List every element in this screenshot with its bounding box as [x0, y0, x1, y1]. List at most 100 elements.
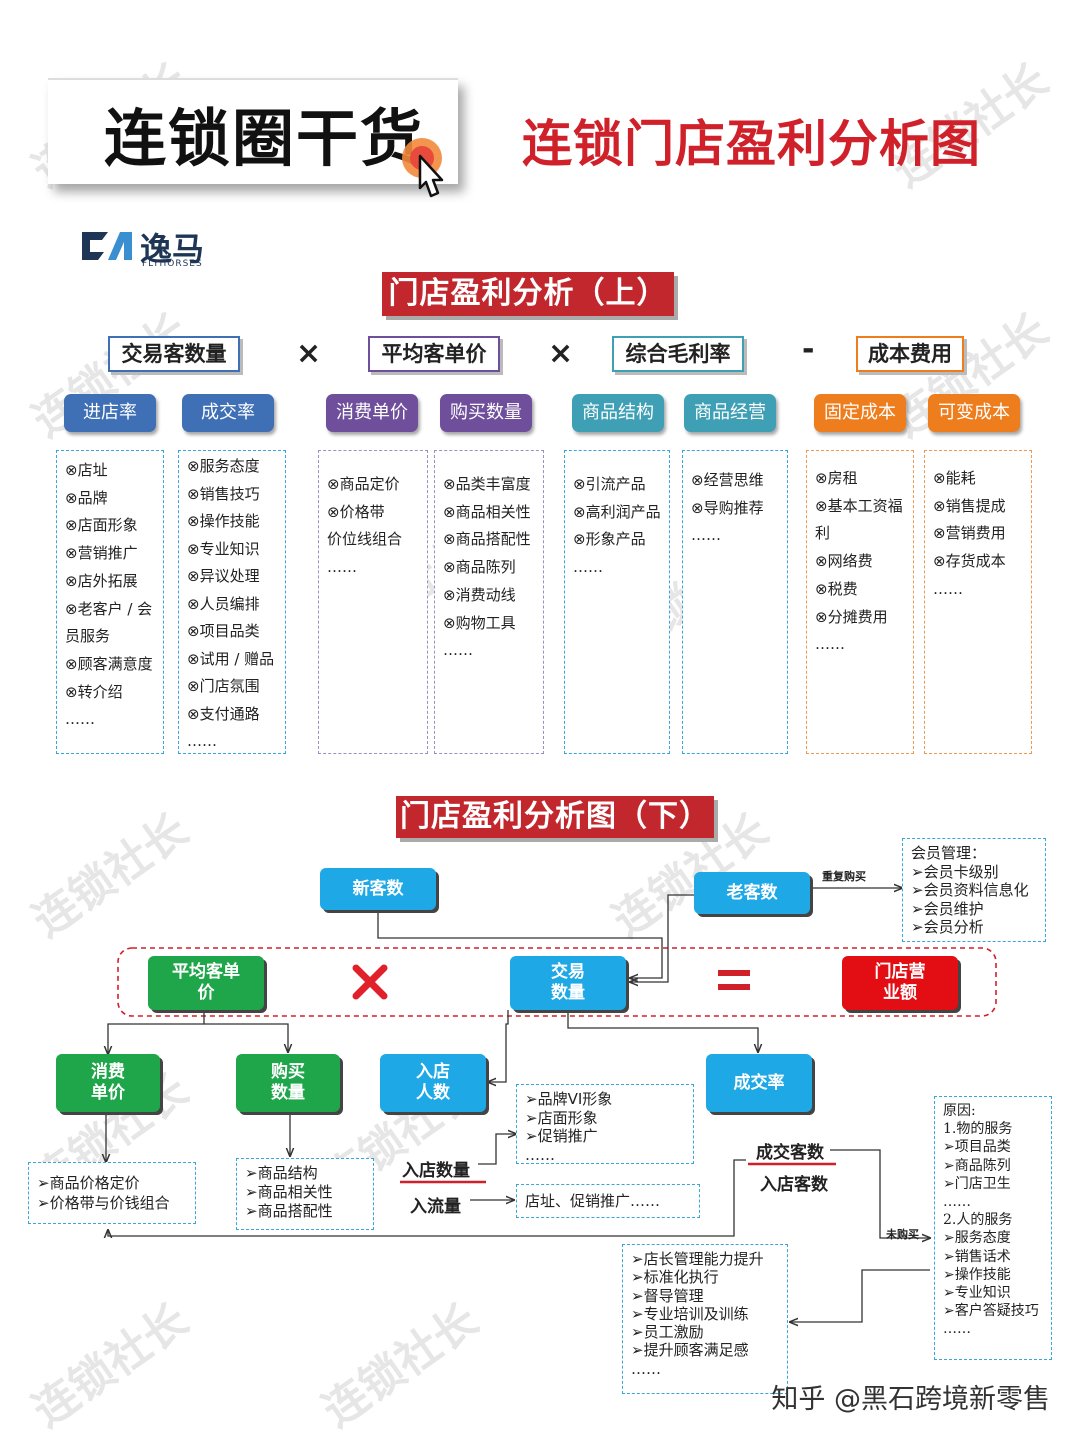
pill-conversion-rate: 成交率	[182, 394, 274, 432]
list-item: ➢销售话术	[943, 1248, 1011, 1265]
pill-entry-rate: 进店率	[64, 394, 156, 432]
node-unit-price: 消费单价	[56, 1054, 160, 1112]
list-item: ➢员工激励	[631, 1323, 704, 1342]
pointer-hand-icon	[402, 138, 444, 198]
price-box: ➢商品价格定价 ➢价格带与价钱组合	[28, 1162, 196, 1224]
label-traffic: 入流量	[410, 1197, 461, 1217]
list-item: ➢操作技能	[943, 1266, 1011, 1283]
list-item: ➢店面形象	[525, 1108, 598, 1127]
logo-name: 逸马	[140, 230, 205, 268]
column-unit-price: ⊗商品定价 ⊗价格带 价位线组合 ……	[318, 450, 428, 754]
pill-fixed-cost: 固定成本	[814, 394, 906, 432]
list-item: ➢客户答疑技巧	[943, 1303, 1039, 1320]
list-item: ……	[573, 558, 603, 577]
node-old-customers: 老客数	[694, 872, 810, 914]
list-item: ⊗消费动线	[443, 585, 516, 604]
list-item: ⊗基本工资福利	[815, 496, 903, 543]
label-deal-customers: 成交客数	[756, 1143, 824, 1163]
list-item: ⊗服务态度	[187, 457, 260, 475]
list-item: ➢商品相关性	[245, 1183, 333, 1201]
list-item: ➢商品价格定价	[37, 1174, 140, 1192]
list-item: ➢会员维护	[911, 899, 984, 918]
list-item: ⊗门店氛围	[187, 677, 260, 695]
list-item: ⊗商品搭配性	[443, 530, 531, 549]
product-box: ➢商品结构 ➢商品相关性 ➢商品搭配性	[236, 1158, 374, 1230]
operator-multiply: ×	[548, 336, 574, 371]
column-fixed-cost: ⊗房租 ⊗基本工资福利 ⊗网络费 ⊗税费 ⊗分摊费用 ……	[806, 450, 914, 754]
list-item: ⊗支付通路	[187, 704, 260, 723]
list-item: ⊗转介绍	[65, 682, 123, 701]
list-item: ⊗品类丰富度	[443, 475, 531, 493]
list-item: ➢服务态度	[943, 1230, 1011, 1247]
pill-variable-cost: 可变成本	[928, 394, 1020, 432]
list-item: 价位线组合	[327, 530, 403, 549]
list-item: ⊗导购推荐	[691, 498, 764, 517]
list-item: ➢督导管理	[631, 1286, 704, 1305]
flyhorses-logo-icon	[82, 232, 132, 260]
reason-box: 原因: 1.物的服务 ➢项目品类 ➢商品陈列 ➢门店卫生 …… 2.人的服务 ➢…	[934, 1096, 1052, 1360]
pill-unit-price: 消费单价	[326, 394, 418, 432]
list-item: ➢店长管理能力提升	[631, 1250, 764, 1268]
list-item: ➢商品搭配性	[245, 1202, 333, 1220]
node-revenue: 门店营业额	[842, 956, 958, 1010]
list-item: ……	[443, 641, 473, 660]
list-item: ……	[943, 1194, 971, 1211]
list-item: ➢商品陈列	[943, 1157, 1011, 1174]
list-item: ➢门店卫生	[943, 1175, 1011, 1192]
member-box-title: 会员管理：	[911, 844, 987, 862]
list-item: ⊗价格带	[327, 502, 385, 521]
factor-gross-margin: 综合毛利率	[612, 336, 744, 372]
list-item: ➢项目品类	[943, 1139, 1011, 1156]
list-item: ⊗能耗	[933, 469, 976, 487]
list-item: ⊗商品定价	[327, 475, 400, 493]
list-item: ⊗税费	[815, 579, 858, 598]
column-entry-rate: ⊗店址 ⊗品牌 ⊗店面形象 ⊗营销推广 ⊗店外拓展 ⊗老客户 / 会员服务 ⊗顾…	[56, 450, 164, 754]
list-item: ⊗购物工具	[443, 613, 516, 632]
list-item: ⊗房租	[815, 469, 858, 487]
list-item: ➢标准化执行	[631, 1268, 719, 1287]
pill-purchase-qty: 购买数量	[440, 394, 532, 432]
node-transactions: 交易数量	[510, 956, 626, 1010]
list-item: ➢专业知识	[943, 1285, 1011, 1302]
list-item: ➢提升顾客满足感	[631, 1341, 749, 1360]
logo-subtitle: FLYHORSES	[142, 259, 203, 269]
management-box: ➢店长管理能力提升 ➢标准化执行 ➢督导管理 ➢专业培训及训练 ➢员工激励 ➢提…	[622, 1244, 788, 1394]
column-purchase-qty: ⊗品类丰富度 ⊗商品相关性 ⊗商品搭配性 ⊗商品陈列 ⊗消费动线 ⊗购物工具 ……	[434, 450, 544, 754]
node-conversion: 成交率	[706, 1054, 812, 1112]
list-item: ⊗试用 / 赠品	[187, 649, 275, 668]
list-item: ……	[327, 558, 357, 577]
pill-product-structure: 商品结构	[572, 394, 664, 432]
list-item: ➢促销推广	[525, 1127, 598, 1145]
list-item: ⊗专业知识	[187, 539, 260, 558]
reason-group-goods: 1.物的服务	[943, 1121, 1013, 1138]
column-conversion-rate: ⊗服务态度 ⊗销售技巧 ⊗操作技能 ⊗专业知识 ⊗异议处理 ⊗人员编排 ⊗项目品…	[178, 450, 286, 754]
list-item: ……	[933, 579, 963, 598]
list-item: ⊗项目品类	[187, 622, 260, 640]
node-visitors: 入店人数	[380, 1054, 486, 1112]
list-item: ➢商品结构	[245, 1164, 318, 1182]
label-no-purchase: 未购买	[886, 1228, 919, 1241]
column-variable-cost: ⊗能耗 ⊗销售提成 ⊗营销费用 ⊗存货成本 ……	[924, 450, 1032, 754]
list-item: ⊗高利润产品	[573, 502, 661, 521]
list-item: ➢专业培训及训练	[631, 1304, 749, 1323]
list-item: ⊗老客户 / 会员服务	[65, 599, 153, 646]
list-item: ⊗商品陈列	[443, 558, 516, 577]
brand-image-box: ➢品牌VI形象 ➢店面形象 ➢促销推广 ……	[516, 1084, 694, 1164]
traffic-box: 店址、促销推广……	[516, 1184, 700, 1218]
column-product-operation: ⊗经营思维 ⊗导购推荐 ……	[682, 450, 788, 754]
factor-avg-price: 平均客单价	[368, 336, 500, 372]
node-new-customers: 新客数	[320, 868, 436, 910]
label-entry-customers: 入店客数	[760, 1175, 828, 1195]
footer-credit: 知乎 @黑石跨境新零售	[771, 1384, 1050, 1415]
list-item: ⊗经营思维	[691, 471, 764, 489]
factor-transaction-count: 交易客数量	[108, 336, 240, 372]
list-item: ⊗销售提成	[933, 496, 1006, 515]
operator-minus: -	[802, 332, 815, 367]
node-purchase-qty: 购买数量	[236, 1054, 340, 1112]
list-item: ⊗引流产品	[573, 475, 646, 493]
reason-group-people: 2.人的服务	[943, 1212, 1013, 1229]
list-item: ⊗营销推广	[65, 544, 138, 563]
list-item: ……	[525, 1145, 555, 1164]
list-item: ➢品牌VI形象	[525, 1090, 613, 1108]
list-item: ⊗分摊费用	[815, 607, 888, 626]
